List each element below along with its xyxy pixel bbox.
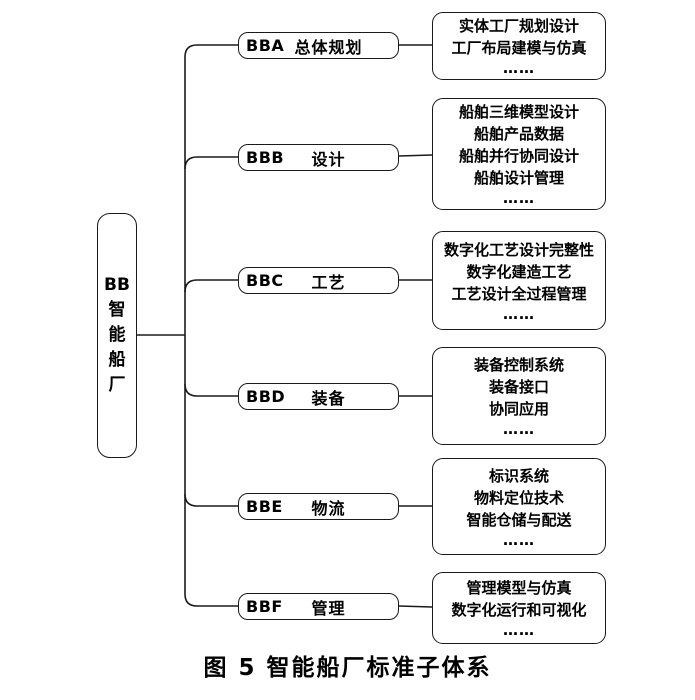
branch-code: BBA — [246, 36, 285, 55]
branch-name: 管理 — [311, 598, 346, 618]
branch-node-bbb-design: 设计 BBB — [238, 144, 399, 171]
branch-code: BBC — [246, 271, 284, 290]
branch-code: BBF — [246, 597, 283, 616]
branch-node-bba-overall-planning: 总体规划 BBA — [238, 32, 399, 59]
detail-item: 船舶产品数据 — [473, 125, 564, 143]
detail-item: 标识系统 — [488, 466, 549, 485]
root-node-char: 厂 — [108, 375, 126, 395]
branch-node-bbf-management: 管理 BBF — [238, 593, 399, 620]
detail-item: 实体工厂规划设计 — [458, 17, 579, 35]
detail-item: 装备接口 — [488, 378, 549, 396]
branch-code: BBD — [246, 387, 286, 406]
detail-connector-bbb — [398, 154, 433, 157]
detail-item: 智能仓储与配送 — [466, 510, 572, 529]
root-node-code: BB — [104, 275, 130, 295]
ellipsis-item: …… — [503, 621, 535, 639]
branch-code: BBB — [246, 148, 285, 167]
detail-item: 工艺设计全过程管理 — [451, 284, 587, 303]
ellipsis-item: …… — [503, 304, 535, 323]
detail-item: 数字化建造工艺 — [466, 262, 572, 281]
branch-node-bbc-process: 工艺 BBC — [238, 267, 399, 294]
ellipsis-item: …… — [503, 420, 535, 438]
detail-item: 工厂布局建模与仿真 — [451, 39, 587, 57]
detail-item: 数字化工艺设计完整性 — [443, 240, 594, 259]
detail-box-bbd: 装备控制系统 装备接口 协同应用 …… — [432, 347, 606, 445]
detail-item: 物料定位技术 — [473, 488, 564, 507]
detail-item: 装备控制系统 — [473, 356, 564, 374]
detail-item: 协同应用 — [488, 400, 549, 418]
branch-name: 装备 — [311, 388, 346, 408]
ellipsis-item: …… — [503, 59, 535, 77]
detail-item: 数字化运行和可视化 — [451, 601, 587, 619]
branch-connector-bbe — [184, 493, 238, 507]
branch-name: 总体规划 — [294, 37, 363, 57]
figure-caption: 图 5 智能船厂标准子体系 — [203, 655, 492, 681]
branch-name: 工艺 — [311, 272, 346, 292]
detail-item: 船舶并行协同设计 — [458, 147, 579, 165]
root-node-char: 能 — [108, 325, 126, 345]
branch-connector-bbc — [184, 279, 238, 293]
detail-box-bba: 实体工厂规划设计 工厂布局建模与仿真 …… — [432, 12, 606, 80]
branch-name: 物流 — [311, 498, 346, 518]
detail-connector-bbf — [398, 605, 433, 608]
detail-box-bbe: 标识系统 物料定位技术 智能仓储与配送 …… — [432, 458, 606, 555]
branch-connector-bbb — [184, 156, 238, 170]
root-node-char: 智 — [108, 300, 126, 320]
detail-item: 船舶三维模型设计 — [458, 103, 579, 121]
branch-node-bbe-logistics: 物流 BBE — [238, 493, 399, 520]
detail-box-bbf: 管理模型与仿真 数字化运行和可视化 …… — [432, 572, 606, 644]
detail-box-bbc: 数字化工艺设计完整性 数字化建造工艺 工艺设计全过程管理 …… — [432, 231, 606, 330]
branch-connector-bba — [184, 44, 238, 58]
branch-name: 设计 — [311, 149, 346, 169]
branch-code: BBE — [246, 497, 283, 516]
detail-item: 船舶设计管理 — [473, 169, 564, 187]
branch-connector-bbd — [184, 383, 238, 397]
ellipsis-item: …… — [503, 189, 535, 207]
branch-node-bbd-equipment: 装备 BBD — [238, 383, 399, 410]
root-node-bb-smart-shipyard: BB 智 能 船 厂 — [97, 213, 137, 458]
detail-item: 管理模型与仿真 — [466, 579, 572, 597]
branch-connector-bbf — [184, 593, 238, 607]
detail-box-bbb: 船舶三维模型设计 船舶产品数据 船舶并行协同设计 船舶设计管理 …… — [432, 98, 606, 210]
ellipsis-item: …… — [503, 530, 535, 549]
root-node-char: 船 — [108, 350, 126, 370]
